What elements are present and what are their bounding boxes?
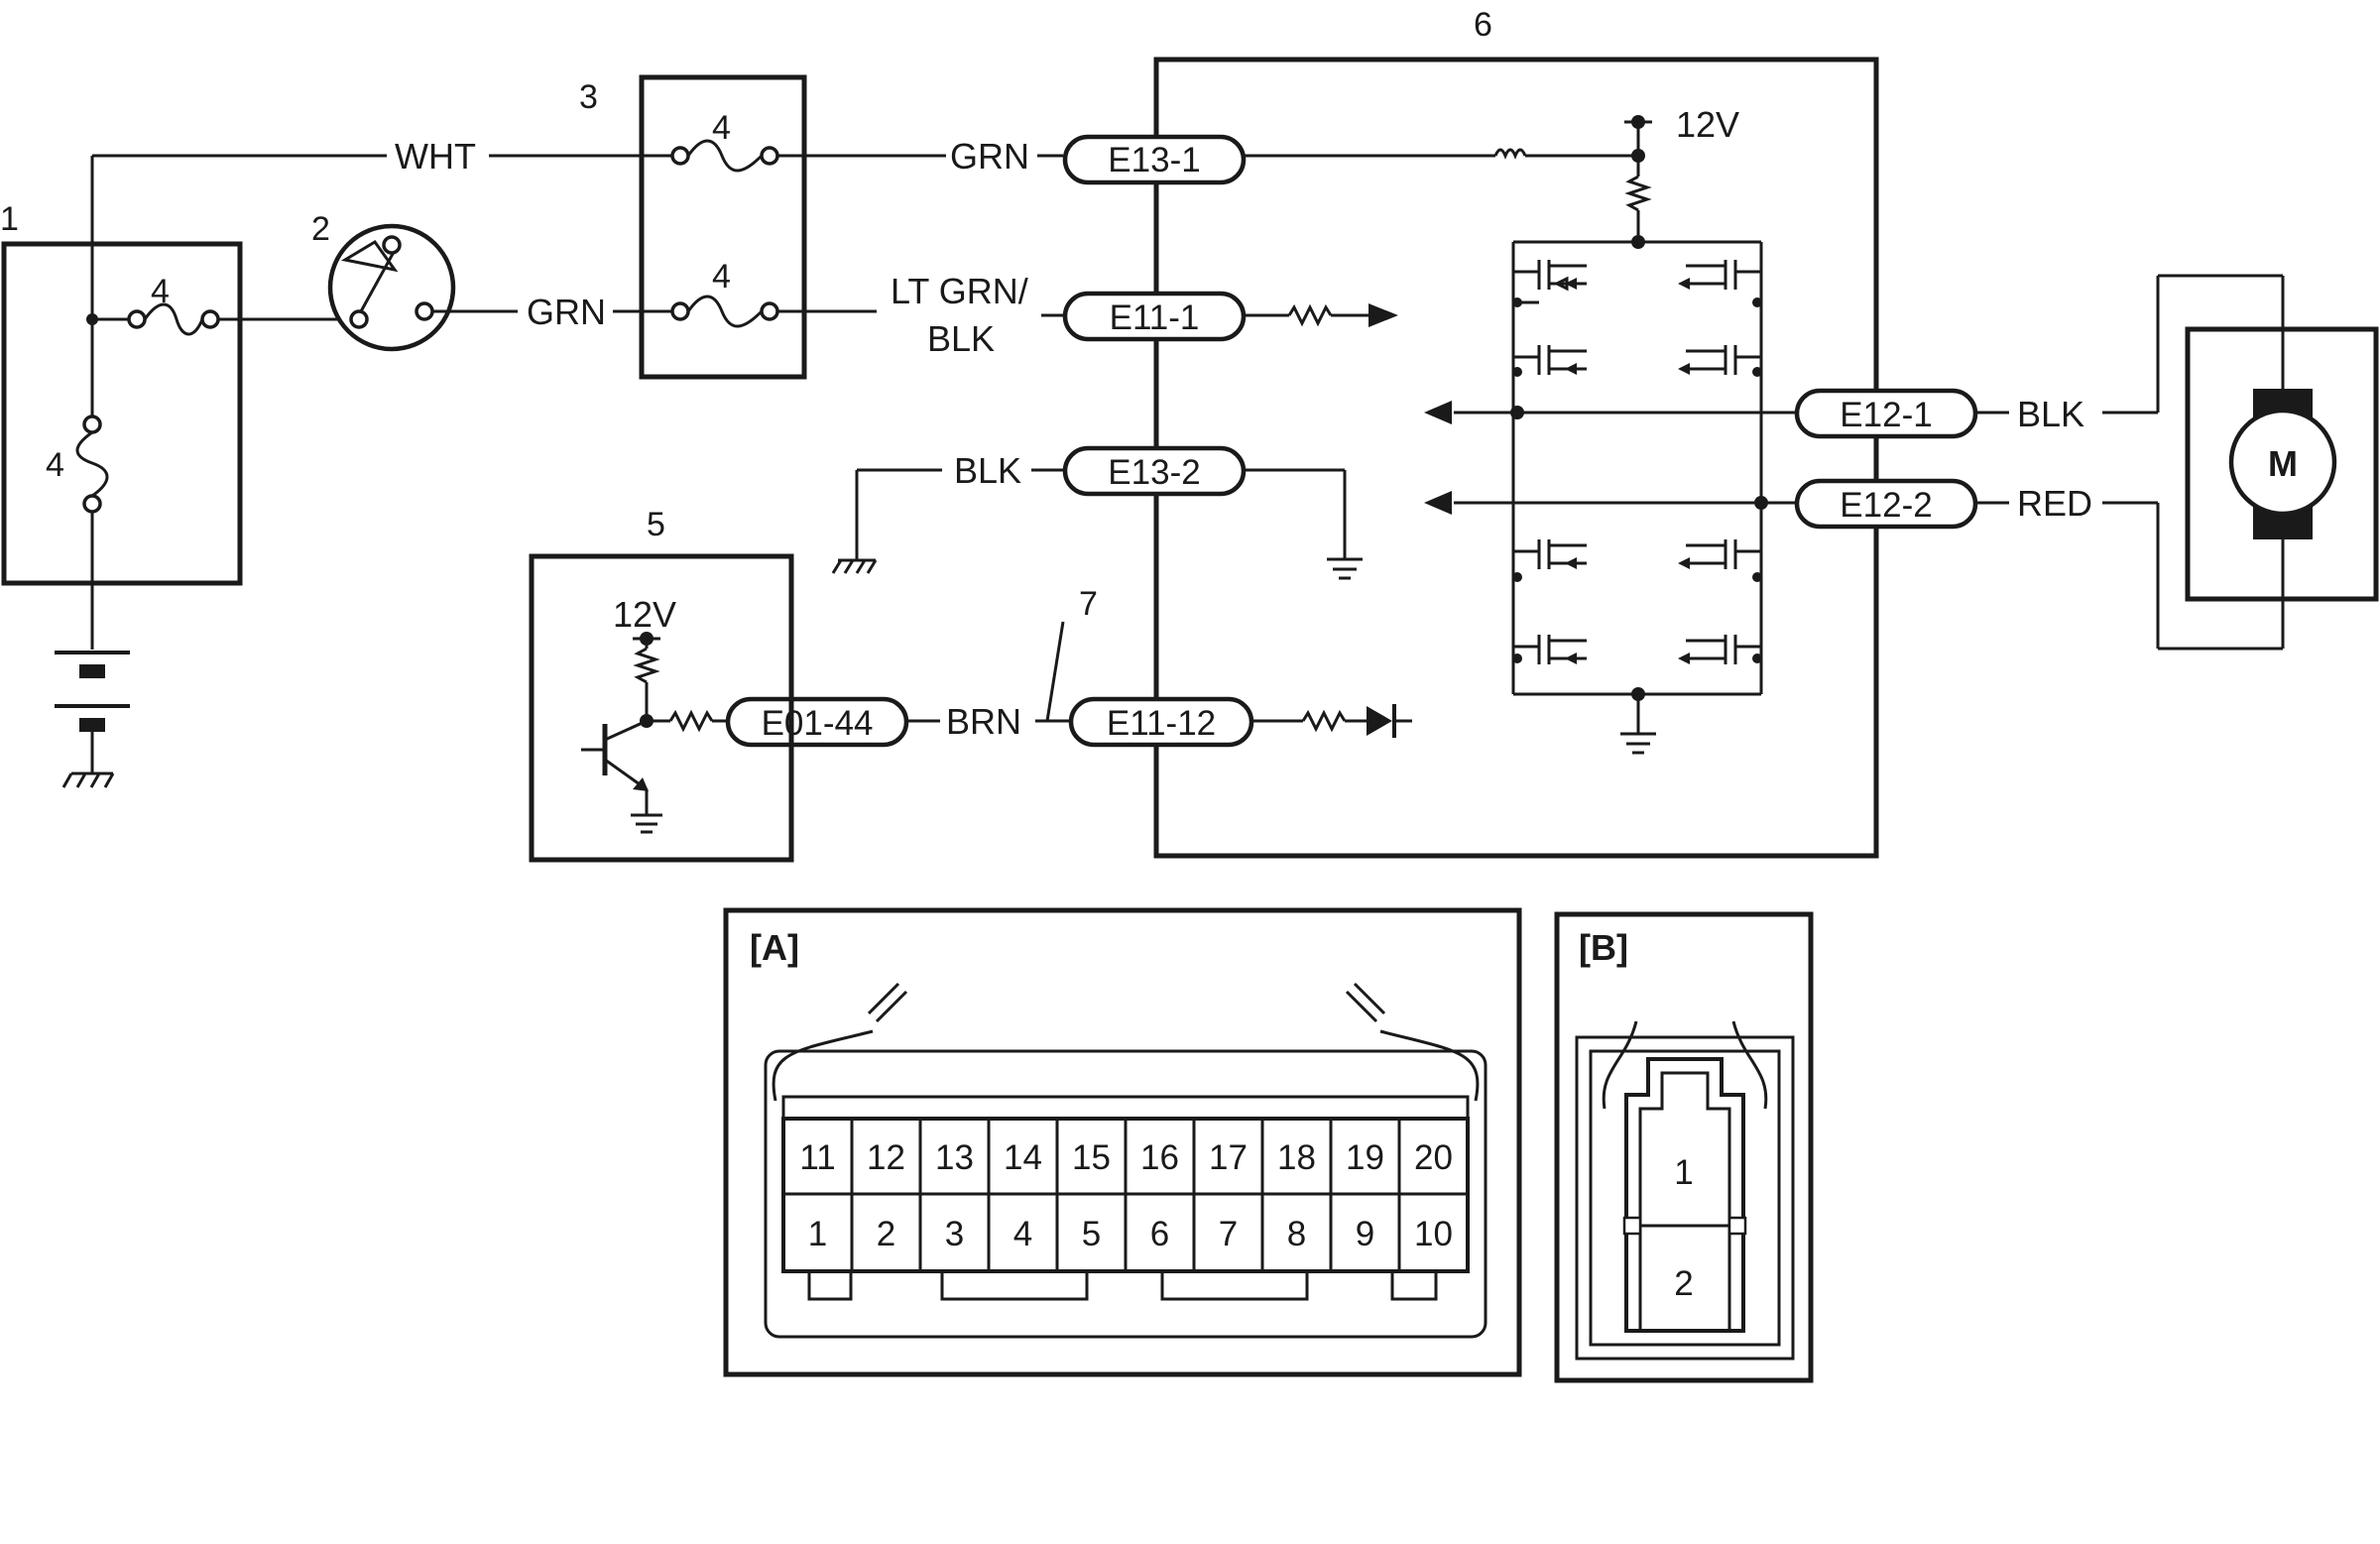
wire-label-wht: WHT xyxy=(395,136,476,177)
terminal-e11-1-label: E11-1 xyxy=(1110,298,1200,337)
callout-4-fuse-a: 4 xyxy=(151,273,170,310)
connector-b-pin-2: 2 xyxy=(1674,1264,1693,1303)
callout-1: 1 xyxy=(0,200,19,238)
wire-label-ltgrn-line1: LT GRN/ xyxy=(891,271,1028,311)
terminal-pills: E13-1 E11-1 E13-2 E11-12 E12-1 E12-2 E01… xyxy=(725,134,1978,748)
connector-a-pin-4: 4 xyxy=(1013,1215,1032,1253)
connector-a-pin-12: 12 xyxy=(867,1138,905,1177)
callout-7: 7 xyxy=(1079,585,1098,623)
connector-a-pin-20: 20 xyxy=(1414,1138,1453,1177)
callout-3: 3 xyxy=(579,78,598,116)
wire-label-brn: BRN xyxy=(946,701,1021,742)
callout-2: 2 xyxy=(311,210,330,248)
mosfet-group-left xyxy=(1512,260,1587,664)
terminal-e13-2: E13-2 xyxy=(1062,445,1247,497)
connector-a-cell xyxy=(1397,1192,1470,1273)
callout-6: 6 xyxy=(1474,6,1492,44)
ignition-switch-2: 2 GRN xyxy=(311,210,672,352)
wht-wire: WHT xyxy=(92,136,672,177)
connector-a-pin-15: 15 xyxy=(1072,1138,1111,1177)
connector-a-pin-14: 14 xyxy=(1004,1138,1042,1177)
connector-a-pin-10: 10 xyxy=(1414,1215,1453,1253)
connector-a-pin-5: 5 xyxy=(1082,1215,1101,1253)
terminal-e01-44: E01-44 xyxy=(725,696,909,748)
control-module-6: 6 12V xyxy=(1153,6,1879,859)
callout-4-fuse-b: 4 xyxy=(46,446,64,484)
fuse-box-1: 1 4 4 xyxy=(0,156,355,635)
terminal-e12-1: E12-1 xyxy=(1794,388,1978,439)
mosfet-group-right xyxy=(1678,260,1762,664)
terminal-e12-2-label: E12-2 xyxy=(1840,486,1932,525)
connector-a-pin-1: 1 xyxy=(808,1215,827,1253)
module-input-wires: GRN LT GRN/ BLK BLK xyxy=(831,136,1063,574)
callout-5: 5 xyxy=(647,506,665,543)
connector-a-pin-13: 13 xyxy=(935,1138,974,1177)
brn-wire: BRN 7 xyxy=(906,585,1098,742)
wire-label-blk-motor: BLK xyxy=(2017,394,2084,434)
terminal-e11-12-label: E11-12 xyxy=(1107,704,1216,743)
terminal-e11-12: E11-12 xyxy=(1068,696,1254,748)
wire-label-grn-mid: GRN xyxy=(527,292,606,332)
connector-a-pin-8: 8 xyxy=(1287,1215,1306,1253)
battery-symbol xyxy=(55,635,130,788)
motor-icon xyxy=(2228,408,2337,517)
connector-a-pin-16: 16 xyxy=(1140,1138,1179,1177)
terminal-e01-44-label: E01-44 xyxy=(762,704,874,743)
connector-a-pin-6: 6 xyxy=(1150,1215,1169,1253)
connector-b-title: [B] xyxy=(1579,927,1628,968)
motor-label: M xyxy=(2268,443,2298,484)
terminal-e12-2: E12-2 xyxy=(1794,478,1978,530)
connector-a-pin-17: 17 xyxy=(1209,1138,1248,1177)
callout-4-fuse-d: 4 xyxy=(712,258,731,296)
wire-label-blk-ground: BLK xyxy=(954,450,1021,491)
wire-label-grn-top: GRN xyxy=(950,136,1029,177)
terminal-e12-1-label: E12-1 xyxy=(1840,396,1932,434)
connector-b-pin-1: 1 xyxy=(1674,1153,1693,1192)
connector-a-pin-7: 7 xyxy=(1219,1215,1238,1253)
connector-a-pin-18: 18 xyxy=(1277,1138,1316,1177)
terminal-e13-2-label: E13-2 xyxy=(1108,453,1200,492)
connector-b: [B] 1 2 xyxy=(1554,911,1814,1383)
connector-a-pin-19: 19 xyxy=(1346,1138,1384,1177)
connector-a-title: [A] xyxy=(750,927,799,968)
supply-12v-module5: 12V xyxy=(613,594,676,635)
supply-12v-module6: 12V xyxy=(1676,104,1739,145)
wire-label-red-motor: RED xyxy=(2017,483,2092,524)
module-5: 5 12V xyxy=(529,506,794,863)
fuse-block-3: 3 4 4 xyxy=(579,74,946,380)
connector-a-pin-11: 11 xyxy=(799,1138,835,1177)
callout-4-fuse-c: 4 xyxy=(712,109,731,147)
terminal-e13-1-label: E13-1 xyxy=(1108,141,1200,179)
connector-a-pin-2: 2 xyxy=(877,1215,895,1253)
motor-circuit: BLK RED M xyxy=(1975,274,2379,651)
connector-a-pin-3: 3 xyxy=(945,1215,964,1253)
terminal-e13-1: E13-1 xyxy=(1062,134,1247,185)
connector-a-pin-9: 9 xyxy=(1356,1215,1374,1253)
terminal-e11-1: E11-1 xyxy=(1062,291,1247,342)
wire-label-ltgrn-line2: BLK xyxy=(927,318,995,359)
